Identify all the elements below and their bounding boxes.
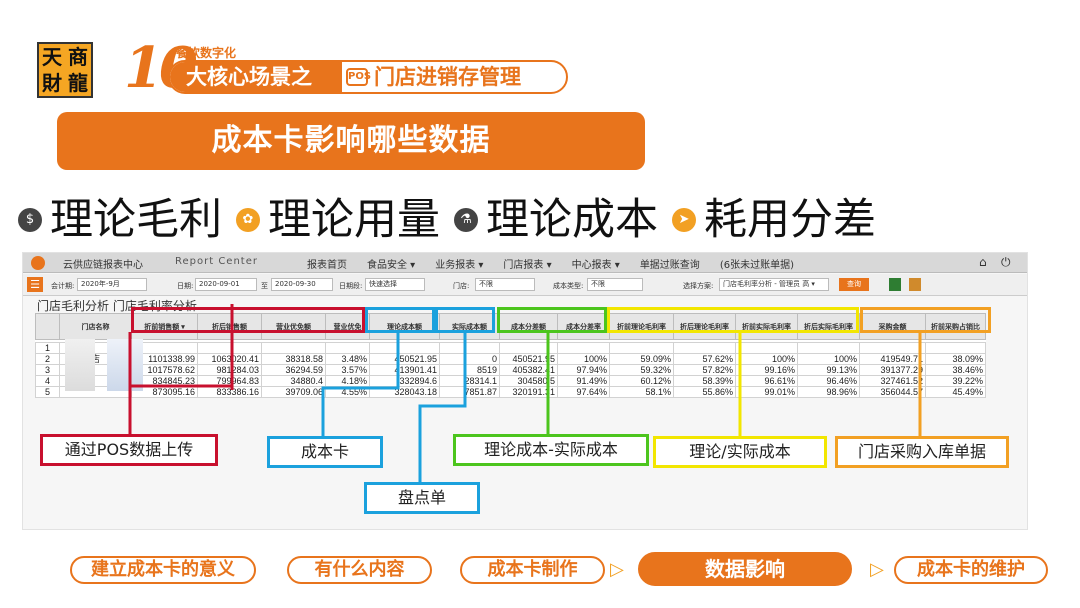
logo-char: 龍	[68, 71, 88, 95]
report-screenshot: 云供应链报表中心 Report Center 报表首页 食品安全 ▾ 业务报表 …	[22, 252, 1028, 530]
callout-purchase: 门店采购入库单据	[835, 436, 1009, 468]
home-icon[interactable]: ⌂	[979, 255, 987, 269]
highlight-actual-cost-column	[435, 307, 495, 333]
column-header[interactable]: 营业优免额	[261, 313, 326, 340]
bullet-item: $ 理论毛利	[18, 194, 222, 245]
logo-char: 商	[68, 45, 88, 69]
menu-item-center[interactable]: 中心报表 ▾	[571, 260, 620, 271]
highlight-purchase-columns	[860, 307, 991, 333]
logo-char: 天	[42, 45, 62, 69]
bullet-item: ➤ 耗用分差	[672, 194, 876, 245]
highlight-sales-columns	[131, 307, 365, 333]
column-header[interactable]: 成本分差额	[499, 313, 558, 340]
column-header-index	[35, 313, 60, 340]
brand-logo: 天 商 財 龍	[37, 42, 93, 98]
callout-stocktake: 盘点单	[364, 482, 480, 514]
table-header-row: 门店名称 折前销售额 ▾ 折后销售额 营业优免额 营业优免 理论成本额 实际成本…	[35, 313, 986, 340]
print-icon[interactable]	[909, 278, 921, 291]
header-pill-right: 门店进销存管理	[374, 65, 521, 89]
triangle-right-icon: ▷	[610, 559, 624, 580]
pos-icon: POS	[346, 68, 371, 86]
table-row[interactable]: 1	[35, 342, 986, 354]
logo-char: 財	[42, 71, 62, 95]
callout-cost-card: 成本卡	[267, 436, 383, 468]
date-to-input[interactable]: 2020-09-30	[271, 278, 333, 291]
small-title: 餐饮数字化	[176, 46, 237, 60]
puzzle-icon: ✿	[236, 208, 260, 232]
report-select[interactable]: 门店毛利率分析 - 管理员 高 ▾	[719, 278, 829, 291]
header-pill-left: 大核心场景之	[170, 62, 342, 92]
cost-type-select[interactable]: 不限	[587, 278, 643, 291]
query-button[interactable]: 查询	[839, 278, 869, 291]
filter-bar: ☰ 会计期: 2020年-9月 日期: 2020-09-01 至 2020-09…	[23, 274, 1027, 296]
money-bag-icon: $	[18, 208, 42, 232]
nav-item-contents[interactable]: 有什么内容	[287, 556, 432, 584]
store-select[interactable]: 不限	[475, 278, 535, 291]
month-select[interactable]: 2020年-9月	[77, 278, 147, 291]
column-header[interactable]: 折后实际毛利率	[797, 313, 860, 340]
bullet-row: $ 理论毛利 ✿ 理论用量 ⚗ 理论成本 ➤ 耗用分差	[18, 190, 890, 250]
column-header[interactable]: 折前实际毛利率	[735, 313, 798, 340]
period-select[interactable]: 快速选择	[365, 278, 425, 291]
unposted-warning[interactable]: (6张未过账单据)	[719, 260, 794, 271]
menu-icon[interactable]: ☰	[27, 277, 43, 292]
power-icon[interactable]: ⏻	[1001, 255, 1011, 269]
bullet-text: 耗用分差	[704, 194, 876, 245]
flask-icon: ⚗	[454, 208, 478, 232]
column-header[interactable]: 成本分差率	[557, 313, 610, 340]
date-label: 日期:	[177, 282, 194, 290]
nav-item-making[interactable]: 成本卡制作	[460, 556, 605, 584]
redacted-store-names	[65, 339, 95, 391]
period-label: 日期段:	[339, 282, 363, 290]
app-title: 云供应链报表中心	[63, 260, 143, 271]
date-sep: 至	[261, 282, 268, 290]
column-header[interactable]: 门店名称	[59, 313, 132, 340]
highlight-cost-diff-columns	[497, 307, 607, 333]
nav-item-significance[interactable]: 建立成本卡的意义	[70, 556, 256, 584]
menu-item-business[interactable]: 业务报表 ▾	[435, 260, 484, 271]
menu-item-home[interactable]: 报表首页	[307, 260, 347, 271]
cost-type-label: 成本类型:	[553, 282, 584, 290]
date-from-input[interactable]: 2020-09-01	[195, 278, 257, 291]
nav-item-data-impact[interactable]: 数据影响	[638, 552, 852, 586]
bullet-text: 理论毛利	[50, 194, 222, 245]
app-title-bar: 云供应链报表中心 Report Center 报表首页 食品安全 ▾ 业务报表 …	[23, 253, 1027, 273]
menu-item-posting[interactable]: 单据过账查询	[639, 260, 700, 271]
app-subtitle: Report Center	[175, 256, 258, 267]
menu-item-food-safety[interactable]: 食品安全 ▾	[367, 260, 416, 271]
menu-item-store[interactable]: 门店报表 ▾	[503, 260, 552, 271]
nav-item-maintenance[interactable]: 成本卡的维护	[894, 556, 1048, 584]
excel-icon[interactable]	[889, 278, 901, 291]
bullet-text: 理论成本	[486, 194, 658, 245]
section-banner: 成本卡影响哪些数据	[57, 112, 645, 170]
app-menu: 报表首页 食品安全 ▾ 业务报表 ▾ 门店报表 ▾ 中心报表 ▾ 单据过账查询 …	[307, 256, 814, 271]
highlight-theory-cost-column	[365, 307, 435, 333]
callout-theory-actual: 理论/实际成本	[653, 436, 827, 468]
store-label: 门店:	[453, 282, 470, 290]
bullet-item: ⚗ 理论成本	[454, 194, 658, 245]
column-header[interactable]: 折前采购占销比	[925, 313, 986, 340]
send-icon: ➤	[672, 208, 696, 232]
column-header[interactable]: 采购金额	[859, 313, 926, 340]
bullet-item: ✿ 理论用量	[236, 194, 440, 245]
redacted-store-names	[107, 339, 143, 391]
triangle-right-icon: ▷	[870, 559, 884, 580]
report-label: 选择方案:	[683, 282, 714, 290]
column-header[interactable]: 折后理论毛利率	[673, 313, 736, 340]
callout-cost-diff: 理论成本-实际成本	[453, 434, 649, 466]
highlight-margin-columns	[607, 307, 859, 333]
month-label: 会计期:	[51, 282, 75, 290]
app-logo-icon	[31, 256, 45, 270]
header-pill: 大核心场景之 POS 门店进销存管理	[168, 60, 568, 94]
callout-pos-upload: 通过POS数据上传	[40, 434, 218, 466]
bullet-text: 理论用量	[268, 194, 440, 245]
